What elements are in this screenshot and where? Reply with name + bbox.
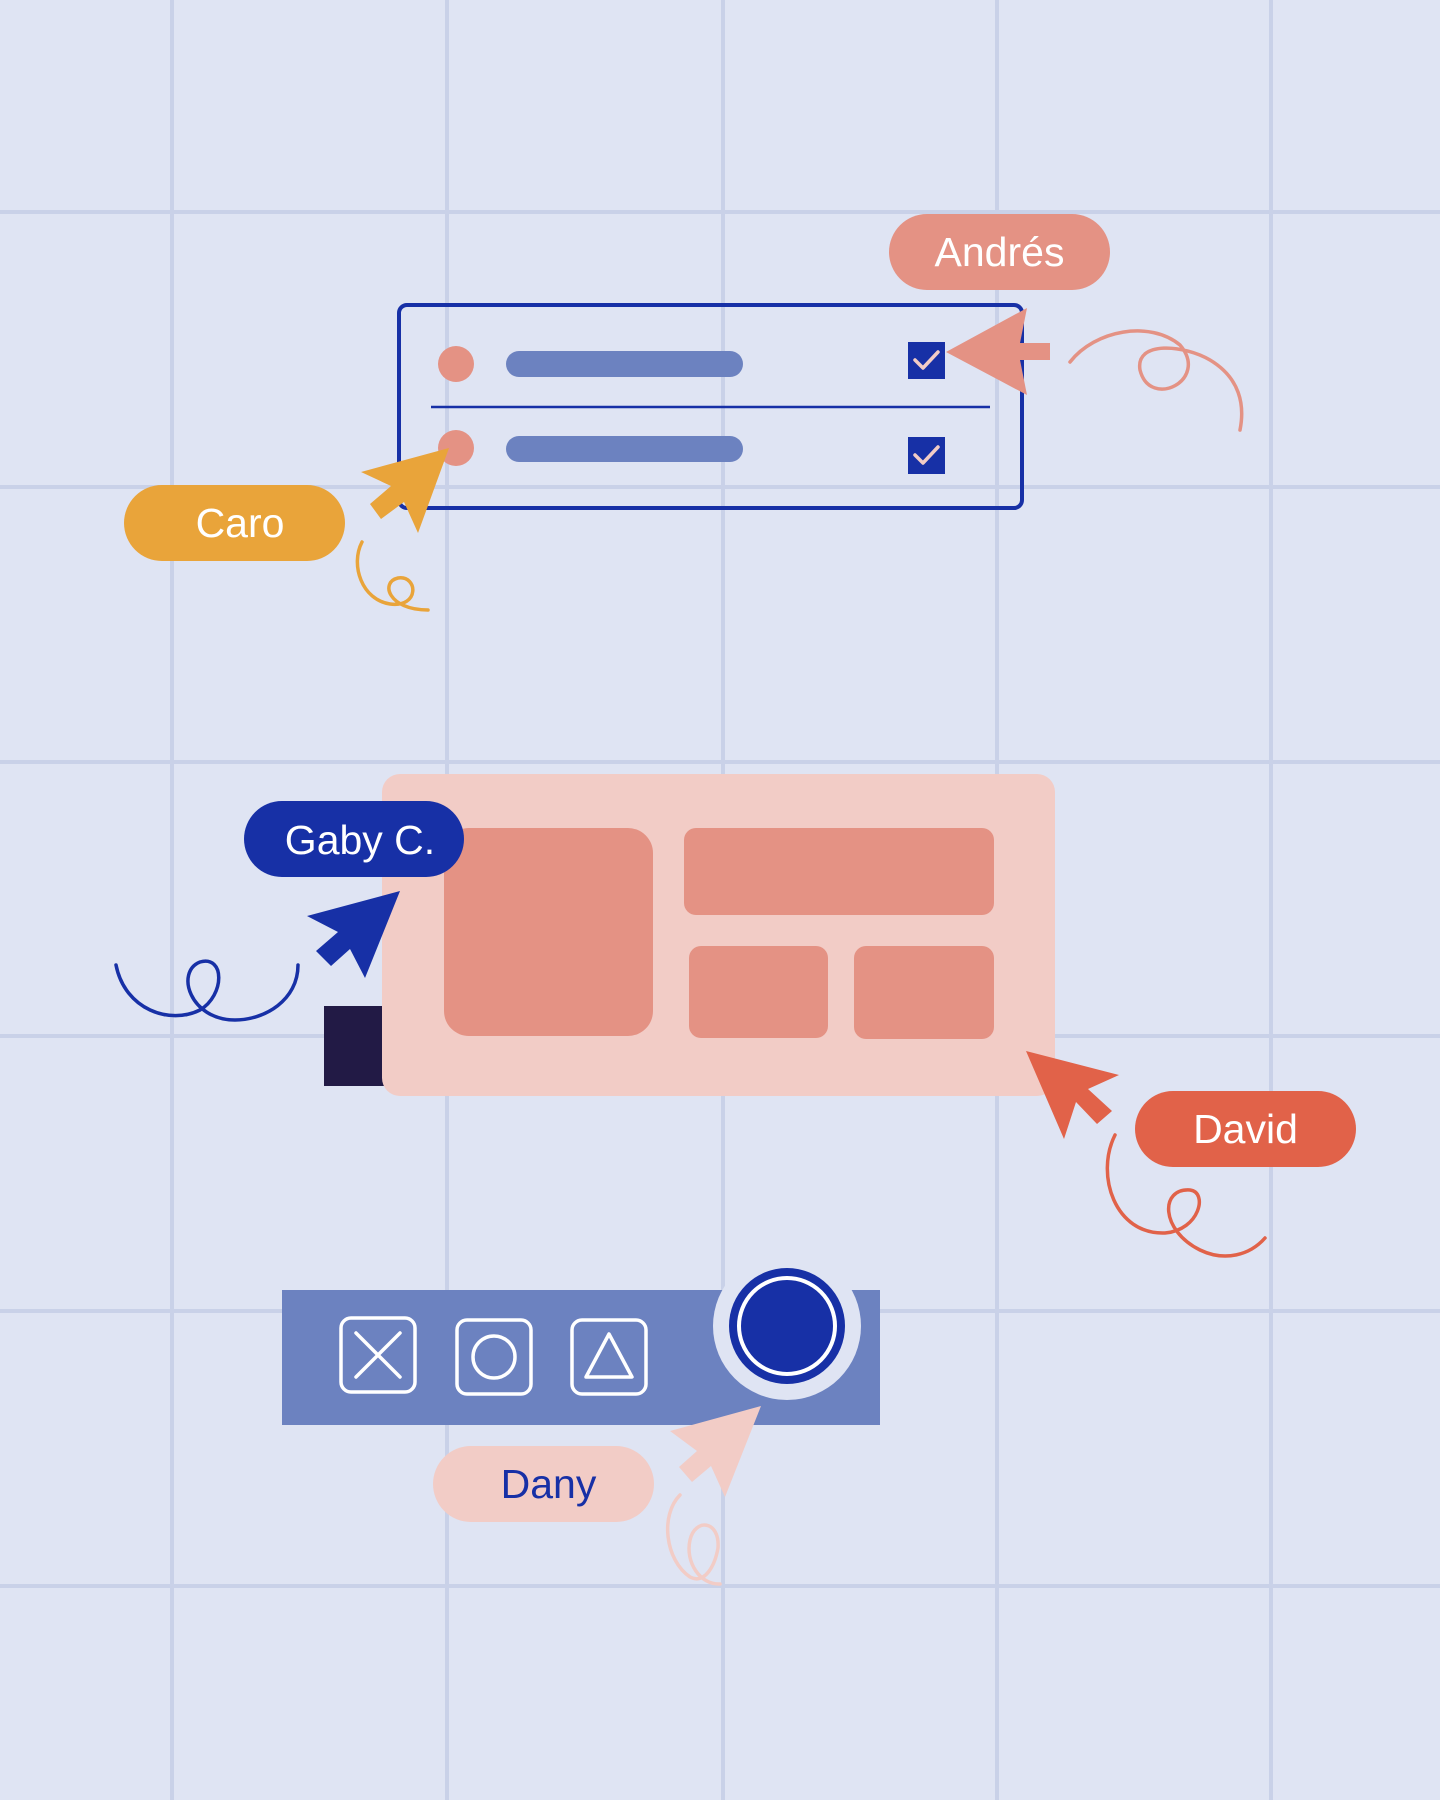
collaborator-dany: Dany xyxy=(433,1406,761,1586)
layout-card xyxy=(324,774,1055,1096)
name-tag-gaby: Gaby C. xyxy=(244,801,464,877)
name-tag-dany: Dany xyxy=(433,1446,654,1522)
name-tag-label: Gaby C. xyxy=(285,817,435,863)
collaborator-andres: Andrés xyxy=(889,214,1244,432)
toolbar xyxy=(282,1252,880,1425)
tile-placeholder xyxy=(854,946,994,1039)
checklist-row-2[interactable] xyxy=(438,430,945,474)
triangle-icon xyxy=(584,1332,634,1379)
checkbox[interactable] xyxy=(908,437,945,474)
checkbox[interactable] xyxy=(908,342,945,379)
cursor-arrow-icon xyxy=(361,448,449,533)
squiggle-trail xyxy=(666,1493,722,1586)
name-tag-caro: Caro xyxy=(124,485,345,561)
name-tag-david: David xyxy=(1135,1091,1356,1167)
collaborator-caro: Caro xyxy=(124,448,449,612)
checklist-row-1[interactable] xyxy=(438,342,945,382)
name-tag-andres: Andrés xyxy=(889,214,1110,290)
header-placeholder xyxy=(684,828,994,915)
cursor-arrow-icon xyxy=(1026,1051,1119,1139)
text-placeholder-bar xyxy=(506,351,743,377)
status-dot xyxy=(438,346,474,382)
collaborator-gaby: Gaby C. xyxy=(114,801,464,1022)
squiggle-trail xyxy=(1105,1133,1267,1258)
name-tag-label: David xyxy=(1193,1106,1298,1152)
name-tag-label: Andrés xyxy=(935,229,1065,275)
name-tag-label: Caro xyxy=(196,500,285,546)
close-icon xyxy=(354,1331,402,1379)
squiggle-trail xyxy=(1068,329,1244,432)
circle-tool-button[interactable] xyxy=(455,1318,533,1396)
squiggle-trail xyxy=(355,540,430,612)
checkmark-icon xyxy=(913,445,940,465)
image-placeholder xyxy=(444,828,653,1036)
cursor-arrow-icon xyxy=(307,891,400,978)
text-placeholder-bar xyxy=(506,436,743,462)
triangle-tool-button[interactable] xyxy=(570,1318,648,1396)
squiggle-trail xyxy=(114,959,300,1022)
checklist-card xyxy=(397,303,1024,510)
name-tag-label: Dany xyxy=(501,1461,597,1507)
checkmark-icon xyxy=(913,350,940,370)
collaborator-david: David xyxy=(1026,1051,1356,1258)
cursor-arrow-icon xyxy=(946,308,1050,395)
circle-icon xyxy=(471,1334,517,1380)
tile-placeholder xyxy=(689,946,828,1038)
record-button[interactable] xyxy=(713,1252,861,1400)
cursor-arrow-icon xyxy=(670,1406,761,1497)
status-dot xyxy=(438,430,474,466)
close-tool-button[interactable] xyxy=(339,1316,417,1394)
